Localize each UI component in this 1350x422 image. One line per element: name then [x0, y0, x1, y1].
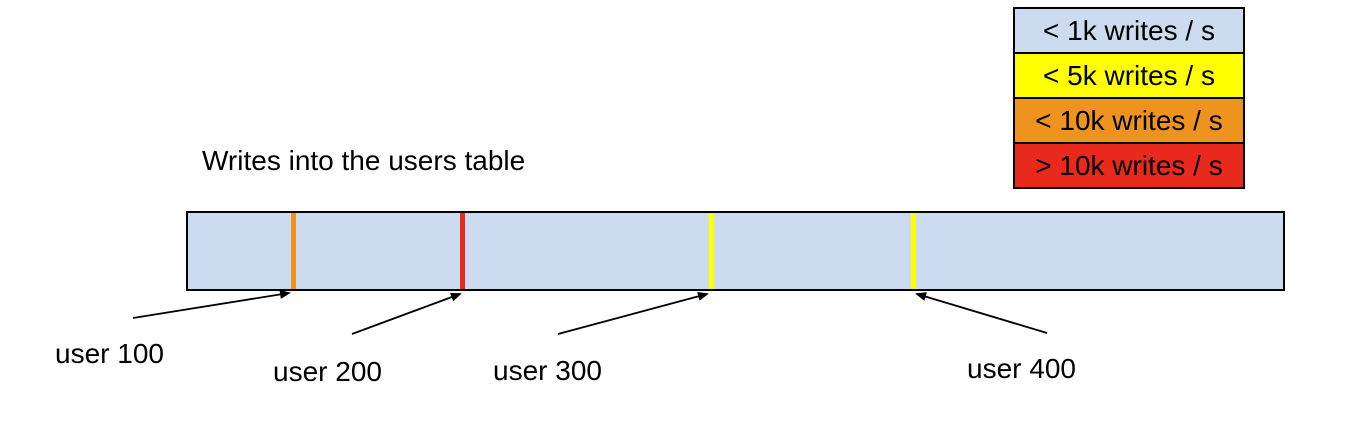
- label-user-400: user 400: [967, 353, 1076, 384]
- label-user-200: user 200: [273, 356, 382, 387]
- legend-row-lt-10k: < 10k writes / s: [1013, 97, 1245, 144]
- label-user-300: user 300: [493, 355, 602, 386]
- legend-label: < 1k writes / s: [1043, 14, 1215, 46]
- label-user-100: user 100: [55, 338, 164, 369]
- write-hotspot-user-100: [290, 213, 296, 289]
- arrow-user-400-icon: [915, 292, 1048, 334]
- write-hotspot-user-200: [459, 213, 465, 289]
- legend-row-lt-5k: < 5k writes / s: [1013, 52, 1245, 99]
- legend-label: < 5k writes / s: [1043, 59, 1215, 91]
- arrow-user-300-icon: [557, 291, 709, 335]
- legend-label: < 10k writes / s: [1035, 104, 1223, 136]
- arrow-user-200-icon: [351, 292, 462, 335]
- legend-row-gt-10k: > 10k writes / s: [1013, 142, 1245, 189]
- diagram-title: Writes into the users table: [202, 145, 526, 176]
- arrow-user-100-icon: [132, 289, 291, 319]
- legend-row-lt-1k: < 1k writes / s: [1013, 7, 1245, 54]
- write-hotspot-user-400: [910, 213, 916, 289]
- legend: < 1k writes / s < 5k writes / s < 10k wr…: [1013, 7, 1245, 189]
- users-table-bar: [186, 211, 1285, 291]
- legend-label: > 10k writes / s: [1035, 149, 1223, 181]
- write-hotspot-user-300: [709, 213, 715, 289]
